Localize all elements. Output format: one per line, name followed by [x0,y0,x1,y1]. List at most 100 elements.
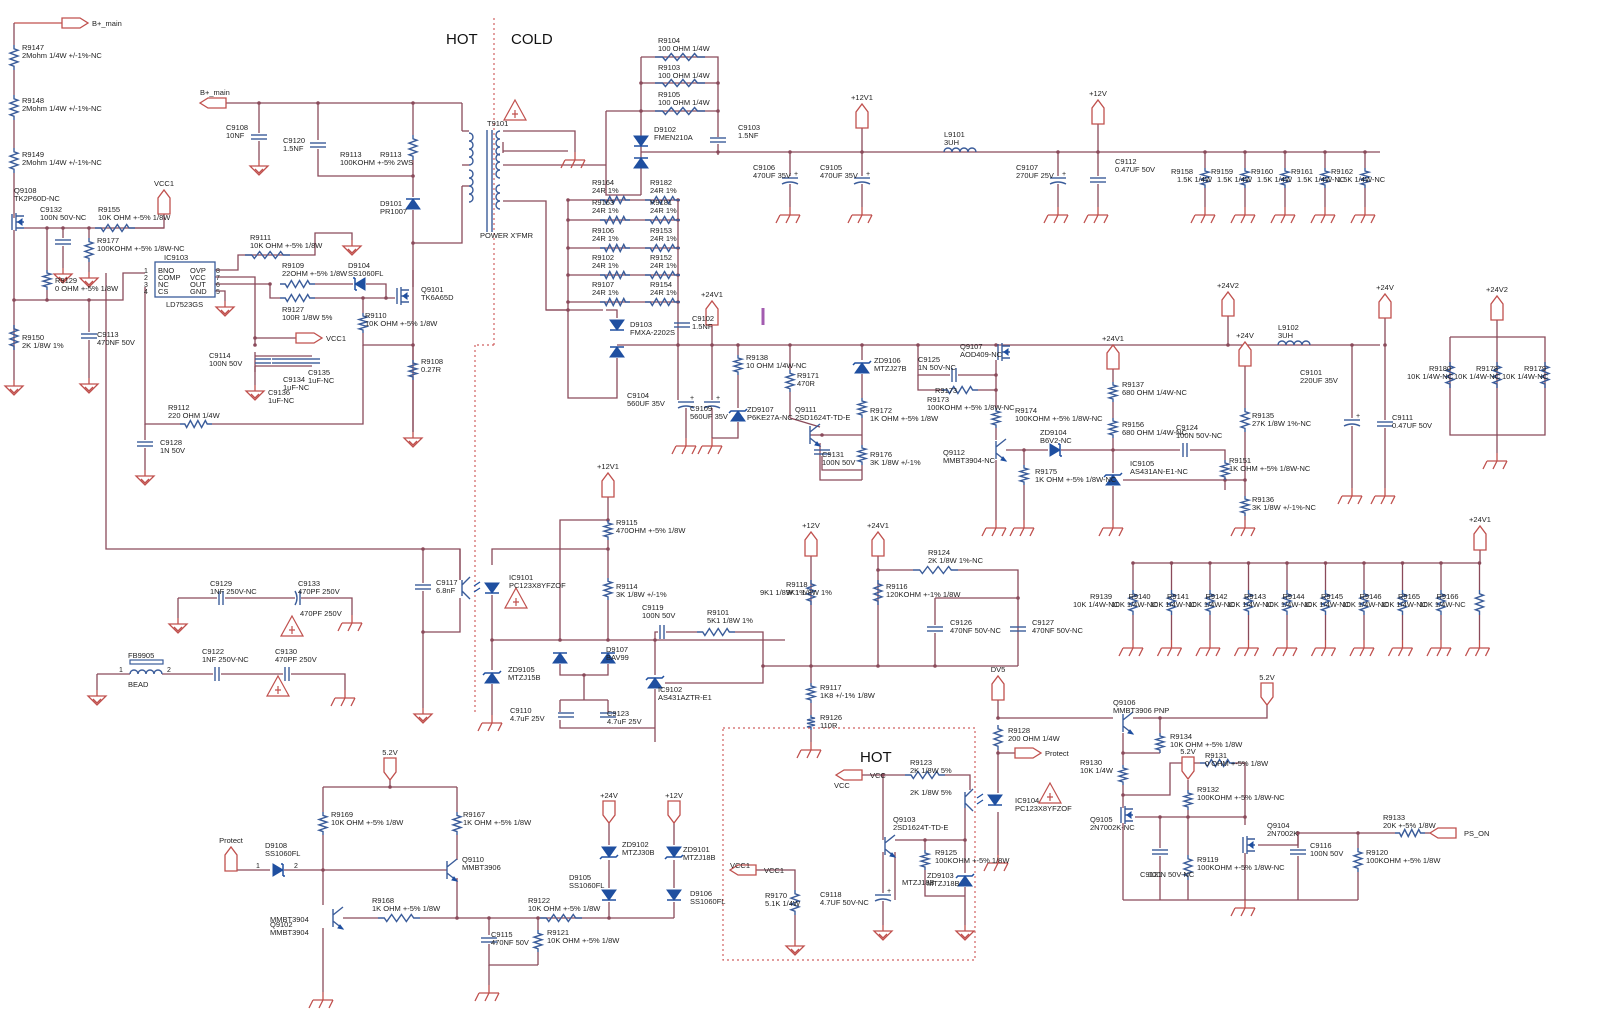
c9130-ref: C9130 [275,647,297,656]
vcc1-c-port-icon [728,864,757,876]
r9155-value: 10K OHM +-5% 1/8W [98,213,171,222]
r9173-ref-alt: R9173 [935,386,957,395]
q9105-mosfet-icon [1120,806,1133,824]
junction [1243,815,1247,819]
schematic-stroke [281,863,285,877]
junction [994,343,998,347]
ground-triangle-icon [78,272,100,288]
r9137-value: 680 OHM 1/4W-NC [1122,388,1187,397]
ic9103-pin-right: OVP [190,266,206,275]
ic9103-pin-num: 1 [144,268,148,275]
junction [253,336,257,340]
wire [606,309,618,318]
r9134-ref: R9134 [1170,732,1192,741]
protect-out-label: Protect [1045,749,1070,758]
wire [924,870,965,897]
schematic-stroke [1126,811,1132,819]
ic9103-pin-num: 7 [216,275,220,282]
r9143-value: 10K 1/4W-NC [1227,600,1274,609]
r9174-symbol [989,408,1003,428]
r9165-symbol [1434,590,1448,615]
r9149-value: 2Mohm 1/4W +/-1%-NC [22,158,102,167]
r9125-ref: R9125 [935,848,957,857]
ground-triangle-icon [3,380,25,396]
wire [821,456,862,471]
r9101-symbol [697,627,735,637]
schematic-stroke [1000,456,1008,462]
hot-region-label: HOT [446,31,478,48]
junction [1246,561,1251,565]
c9117-value: 6.8nF [436,586,456,595]
r9118-value-alt: 9K1 1/8W 1% [760,588,806,597]
q9108-value: TK2P60D-NC [14,194,60,203]
p24v-b-port-icon [1238,340,1252,367]
c9125-value: 1N 50V-NC [918,363,957,372]
ic9101-phototransistor-icon [461,576,471,600]
junction [411,241,415,245]
r9107-ref: R9107 [592,280,614,289]
junction [421,547,425,551]
ic9103-pin-right: GND [190,287,207,296]
r9158-symbol [1198,168,1212,188]
schematic-stroke: + [690,395,694,402]
r9163-value: 24R 1% [592,206,619,215]
r9162-value: 1.5K 1/4W-NC [1337,175,1386,184]
c9115-ref: C9115 [491,930,513,939]
junction [558,638,562,642]
q9112-value: MMBT3904-NC [943,456,996,465]
r9158-value: 1.5K 1/4W [1177,175,1213,184]
r9106-value: 24R 1% [592,234,619,243]
p24v2-b-port-icon [1490,294,1504,321]
d9103-ref: D9103 [630,320,652,329]
junction [45,298,49,302]
c9132-symbol [54,238,72,246]
r9176-ref: R9176 [870,450,892,459]
c9121-symbol [1151,848,1169,856]
q9107-mosfet-icon [997,343,1010,361]
fb9905-ref: FB9905 [128,651,154,660]
c9119-value: 100N 50V [642,611,675,620]
protect-in-port-icon [224,845,238,872]
r9135-ref: R9135 [1252,411,1274,420]
r9128-ref: R9128 [1008,726,1030,735]
q9101-mosfet-icon [396,287,409,305]
schematic-stroke: + [866,171,870,178]
c9112-ref: C9112 [1115,157,1137,166]
junction [1016,596,1020,600]
safety-warning-icon [265,674,291,697]
schematic-stroke [1058,443,1062,457]
r9182-value: 24R 1% [650,186,677,195]
chassis-ground-icon [775,207,801,224]
d9108-ref: D9108 [265,841,287,850]
l9101-ref: L9101 [944,130,965,139]
chassis-ground-icon [1156,640,1183,657]
r9124-symbol [913,565,958,575]
junction [1169,561,1174,565]
l9102-ref: L9102 [1278,323,1299,332]
c9104-ref: C9104 [627,391,649,400]
ic9101-ref: IC9101 [509,573,533,582]
d9105-ref: D9105 [569,873,591,882]
q9104-value: 2N7002K [1267,829,1298,838]
r9121-symbol [531,930,545,952]
schematic-stroke [482,670,502,676]
l9101-inductor-icon [943,147,977,153]
vcc1-c-label: VCC1 [764,866,784,875]
zd9103-value: MTZJ18B [927,879,960,888]
r9148-value: 2Mohm 1/4W +/-1%-NC [22,104,102,113]
r9168-value: 1K OHM +-5% 1/8W [372,904,441,913]
r9179-value: 10K 1/4W-NC [1502,372,1549,381]
b-main-1-port-icon [61,17,90,29]
c9102-ref: C9102 [692,314,714,323]
transformer-winding-icon [468,132,474,166]
c9128-value: 1N 50V [160,446,185,455]
d9104-value: SS1060FL [348,269,383,278]
ic9103-pin-right: VCC [190,273,206,282]
fb9905-bead-body [129,659,164,665]
r9140-value: 10K 1/4W-NC [1112,600,1159,609]
chassis-ground-icon [1230,207,1256,224]
q9101-ref: Q9101 [421,285,444,294]
r9180-ref: R9180 [1429,364,1451,373]
r9102-symbol [600,269,630,281]
